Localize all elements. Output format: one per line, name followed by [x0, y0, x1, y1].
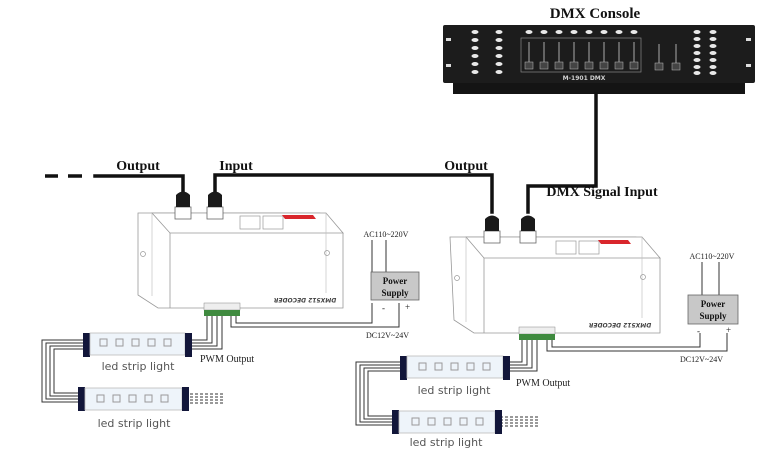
pwm-output-label-right: PWM Output [516, 378, 570, 389]
pwm-terminal-block [204, 310, 240, 316]
xlr-input-connector [208, 191, 222, 207]
led-strip-label: led strip light [410, 436, 483, 449]
label-output-right: Output [444, 159, 488, 174]
label-input-left: Input [219, 159, 253, 174]
xlr-input-connector [521, 215, 535, 231]
label-output-left: Output [116, 159, 160, 174]
decoder-label: DMX512 DECODER [273, 296, 336, 303]
console-model-text: M-1901 DMX [563, 75, 606, 82]
decoder-accent-stripe [282, 215, 316, 219]
dmx-cables [93, 92, 598, 214]
led-strip-2 [78, 387, 189, 411]
svg-text:Power: Power [383, 276, 408, 286]
led-strip-3 [400, 355, 510, 380]
pwm-output-label-left: PWM Output [200, 354, 254, 365]
dc-voltage-label-left: DC12V~24V [366, 331, 409, 340]
led-strip-label: led strip light [98, 417, 171, 430]
svg-text:Power: Power [701, 299, 726, 309]
svg-text:Supply: Supply [381, 288, 409, 298]
decoder-accent-stripe [598, 240, 631, 244]
led-strip-label: led strip light [418, 384, 491, 397]
pwm-terminal-block [519, 334, 555, 340]
decoder-left: DMX512 DECODER [137, 191, 344, 316]
pwm-wires-right-continue [500, 416, 540, 427]
ac-voltage-label-left: AC110~220V [364, 230, 409, 239]
ac-wires-left [371, 240, 387, 272]
xlr-output-connector [176, 191, 190, 207]
svg-text:+: + [405, 302, 410, 312]
led-strip-label: led strip light [102, 360, 175, 373]
power-supply-right: Power Supply [687, 294, 739, 325]
dc-voltage-label-right: DC12V~24V [680, 355, 723, 364]
power-supply-left: Power Supply [370, 271, 420, 301]
svg-text:-: - [697, 326, 700, 336]
dmx-console: M-1901 DMX [443, 25, 755, 94]
decoder-right: DMX512 DECODER [449, 215, 661, 340]
svg-text:+: + [726, 325, 731, 335]
pwm-wires-left-continue [190, 393, 225, 404]
led-strip-4 [392, 410, 502, 434]
console-title: DMX Console [550, 6, 641, 22]
svg-text:Supply: Supply [699, 311, 727, 321]
label-dmx-signal-input: DMX Signal Input [546, 185, 658, 200]
ac-voltage-label-right: AC110~220V [690, 252, 735, 261]
xlr-output-connector [485, 215, 499, 231]
led-strip-1 [83, 332, 192, 357]
pwm-wires-left [41, 303, 400, 403]
pwm-wires-right [355, 333, 728, 426]
decoder-label: DMX512 DECODER [588, 321, 651, 328]
ac-wires-right [701, 262, 720, 295]
svg-text:-: - [382, 303, 385, 313]
